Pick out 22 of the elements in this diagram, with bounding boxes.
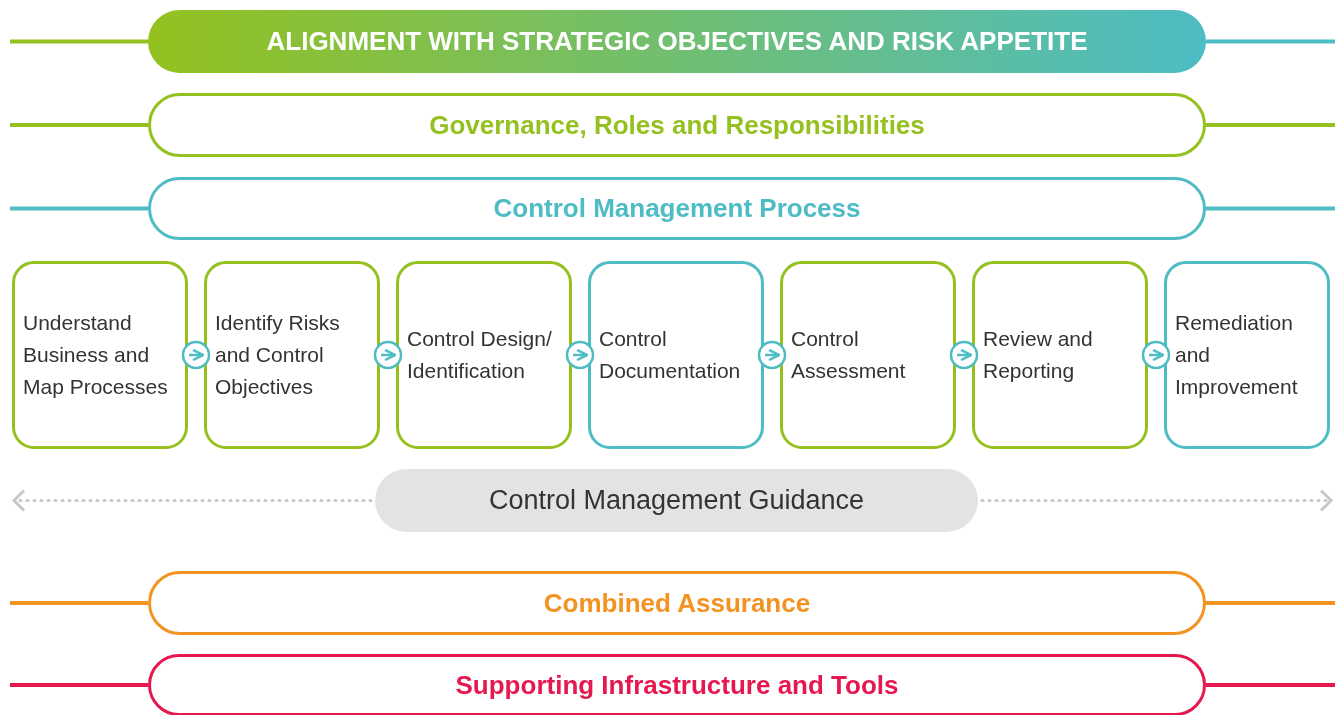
process-step-box bbox=[204, 261, 380, 449]
process-step-box bbox=[396, 261, 572, 449]
banner-title: ALIGNMENT WITH STRATEGIC OBJECTIVES AND RISK APPETITE bbox=[266, 26, 1088, 57]
process-step-box bbox=[780, 261, 956, 449]
band bbox=[148, 93, 1206, 157]
step-label: Control Documentation bbox=[599, 326, 742, 384]
step-label: Review and Reporting bbox=[983, 326, 1094, 384]
band-title: Combined Assurance bbox=[543, 587, 811, 619]
band bbox=[148, 571, 1206, 635]
band-title: Control Management Process bbox=[493, 193, 861, 224]
step-label: Control Assessment bbox=[791, 326, 907, 384]
process-step-box bbox=[588, 261, 764, 449]
process-step-box bbox=[12, 261, 188, 449]
band-title: Governance, Roles and Responsibilities bbox=[429, 109, 925, 141]
step-label: Identify Risks and Control Objectives bbox=[215, 310, 341, 400]
process-step-box bbox=[972, 261, 1148, 449]
band-title: Supporting Infrastructure and Tools bbox=[455, 669, 899, 701]
step-label: Understand Business and Map Processes bbox=[23, 310, 169, 400]
process-step-box bbox=[1164, 261, 1330, 449]
step-label: Control Design/ Identification bbox=[407, 326, 553, 384]
step-label: Remediation and Improvement bbox=[1175, 310, 1299, 400]
guidance-label: Control Management Guidance bbox=[488, 485, 865, 516]
